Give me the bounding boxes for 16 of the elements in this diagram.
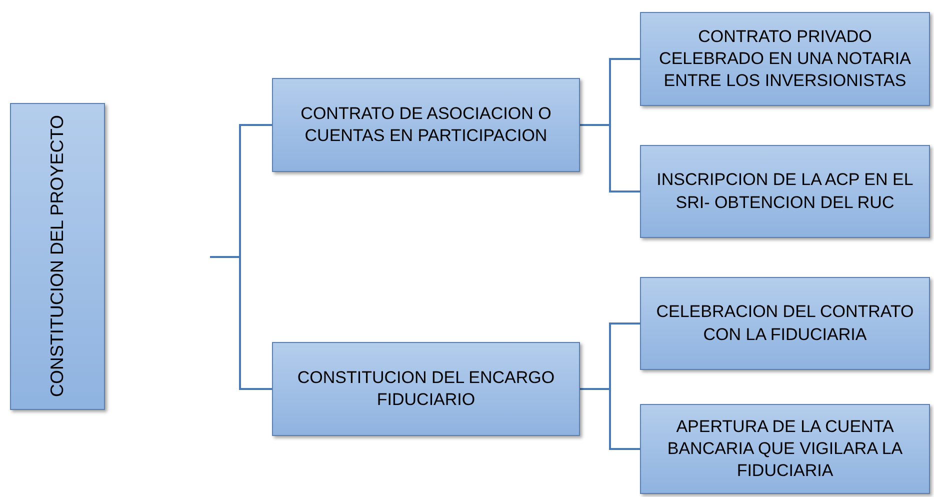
process-box — [640, 404, 930, 494]
box-text: INSCRIPCION DE LA ACP EN EL SRI- OBTENCION DEL RUC — [656, 169, 914, 214]
box-text: CONSTITUCION DEL PROYECTO — [46, 115, 68, 398]
box-text: CONTRATO DE ASOCIACION O CUENTAS EN PARTICIPACION — [300, 102, 552, 147]
process-box — [272, 78, 580, 172]
process-box — [10, 103, 105, 410]
process-box — [272, 342, 580, 436]
process-box — [640, 12, 930, 106]
box-text: CELEBRACION DEL CONTRATO CON LA FIDUCIARIA — [655, 301, 915, 346]
process-box — [640, 145, 930, 238]
box-text: CONTRATO PRIVADO CELEBRADO EN UNA NOTARIA ENTRE LOS INVERSIONISTAS — [658, 26, 912, 92]
box-text: APERTURA DE LA CUENTA BANCARIA QUE VIGILARA LA FIDUCIARIA — [666, 416, 904, 482]
connector-line — [580, 388, 640, 450]
connector-line — [580, 124, 640, 192]
box-text: CONSTITUCION DEL ENCARGO FIDUCIARIO — [296, 366, 556, 411]
process-box — [640, 277, 930, 370]
